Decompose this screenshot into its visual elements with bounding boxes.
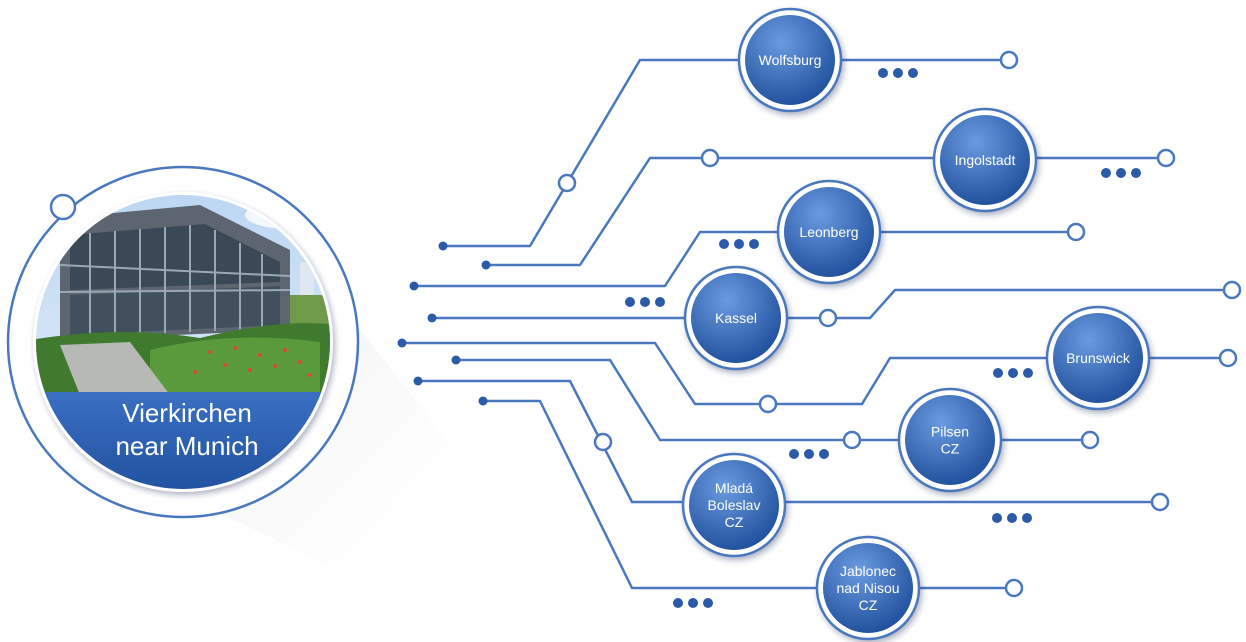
hub-node: Vierkirchen near Munich (6, 165, 360, 519)
location-node-core (784, 187, 874, 277)
connector-ingolstadt (484, 156, 1168, 267)
ellipsis-icon (878, 68, 918, 78)
start-dot (413, 376, 423, 386)
location-label: Brunswick (1066, 350, 1131, 366)
hub-title-line1: Vierkirchen (122, 398, 252, 428)
location-node-core (905, 395, 995, 485)
start-dot (478, 396, 488, 406)
ellipsis-icon (625, 297, 665, 307)
location-node-leonberg: Leonberg (776, 179, 882, 285)
ellipsis-icon (789, 449, 829, 459)
ellipsis-icon (992, 513, 1032, 523)
location-node-brunswick: Brunswick (1045, 305, 1151, 411)
connector-brunswick (400, 341, 1230, 406)
end-ring (999, 50, 1019, 70)
end-ring (1150, 492, 1170, 512)
location-node-wolfsburg: Wolfsburg (737, 7, 843, 113)
office-building-photo (36, 195, 330, 489)
location-label: Pilsen (931, 424, 969, 440)
connector-start-dots (397, 241, 491, 406)
location-label: nad Nisou (836, 580, 899, 596)
start-dot (451, 355, 461, 365)
ellipsis-icon (719, 239, 759, 249)
location-node-ingolstadt: Ingolstadt (932, 107, 1038, 213)
location-label: CZ (859, 597, 878, 613)
ellipsis-icon (673, 598, 713, 608)
location-node-core (940, 115, 1030, 205)
hub-ring-terminal (49, 193, 77, 221)
start-dot (438, 241, 448, 251)
location-label: Mladá (715, 480, 753, 496)
connector-kassel-right (718, 288, 1233, 320)
start-dot (409, 281, 419, 291)
junction-ring (700, 148, 720, 168)
end-ring (1080, 430, 1100, 450)
end-ring (1066, 222, 1086, 242)
start-dot (481, 260, 491, 270)
junction-ring (758, 394, 778, 414)
location-label: Boleslav (708, 497, 761, 513)
location-label: Ingolstadt (955, 152, 1016, 168)
connector-mlada-boleslav (416, 379, 1162, 504)
end-ring (1156, 148, 1176, 168)
end-ring (1222, 280, 1242, 300)
end-ring (1218, 348, 1238, 368)
start-dot (397, 338, 407, 348)
location-label: Leonberg (799, 224, 858, 240)
location-label: CZ (941, 441, 960, 457)
location-node-core (745, 15, 835, 105)
location-node-core (823, 543, 913, 633)
location-label: CZ (725, 514, 744, 530)
connector-wolfsburg (441, 58, 1010, 248)
location-node-core (691, 273, 781, 363)
junction-ring (818, 308, 838, 328)
start-dot (427, 313, 437, 323)
location-nodes: WolfsburgIngolstadtLeonbergKasselBrunswi… (681, 7, 1151, 641)
location-label: Wolfsburg (759, 52, 822, 68)
location-label: Kassel (715, 310, 757, 326)
location-label: Jablonec (840, 563, 896, 579)
location-node-core (689, 460, 779, 550)
location-node-core (1053, 313, 1143, 403)
connector-ring-terminals (557, 50, 1242, 598)
ellipsis-icon (993, 368, 1033, 378)
ellipsis-icon (1101, 168, 1141, 178)
ellipsis-dots (625, 68, 1141, 608)
hub-title-line2: near Munich (115, 431, 258, 461)
junction-ring (593, 432, 613, 452)
junction-ring (557, 173, 577, 193)
connector-leonberg (412, 230, 1077, 288)
location-node-kassel: Kassel (683, 265, 789, 371)
end-ring (1004, 578, 1024, 598)
junction-ring (842, 430, 862, 450)
connector-pilsen (454, 358, 1091, 442)
